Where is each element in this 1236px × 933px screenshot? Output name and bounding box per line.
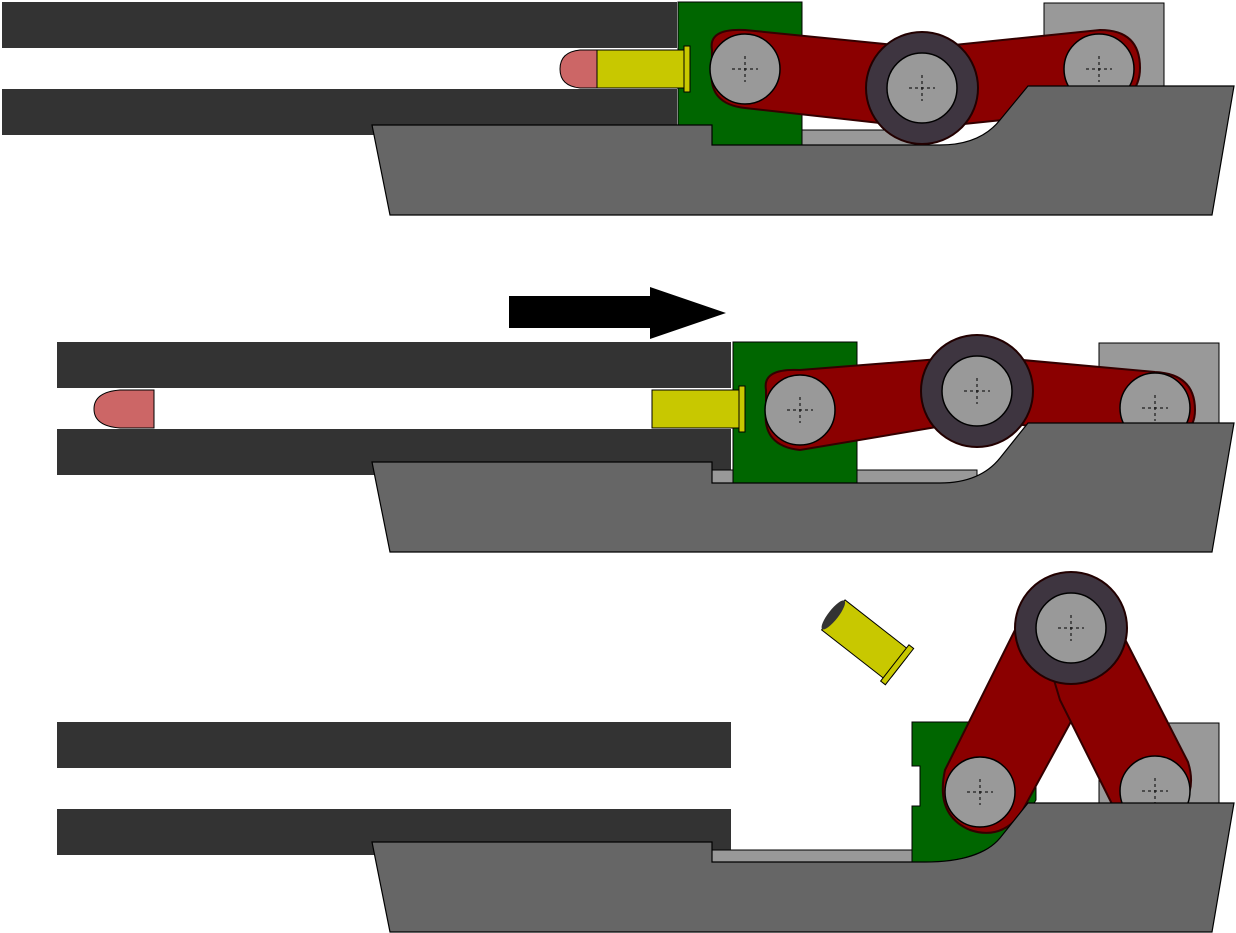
receiver-frame: [371, 802, 1235, 933]
barrel-upper: [57, 722, 731, 768]
toggle-hub: [865, 31, 979, 145]
ejected-case: [820, 599, 915, 686]
bullet-icon: [559, 49, 598, 89]
bullet-icon: [93, 389, 155, 429]
panel-firing: [57, 287, 1235, 553]
receiver-frame: [371, 422, 1235, 553]
toggle-hub: [1014, 571, 1128, 685]
cartridge-icon: [651, 389, 746, 429]
case-rim: [738, 385, 746, 433]
panel-ejecting: [57, 571, 1235, 933]
slide-rail: [711, 849, 918, 863]
toggle-hub: [920, 334, 1034, 448]
case-rim: [683, 45, 691, 93]
panel-locked: [2, 1, 1235, 216]
barrel-upper: [57, 342, 731, 388]
receiver-frame: [371, 85, 1235, 216]
cartridge-icon: [596, 49, 691, 89]
recoil-arrow-icon: [509, 287, 726, 339]
barrel-upper: [2, 2, 677, 48]
